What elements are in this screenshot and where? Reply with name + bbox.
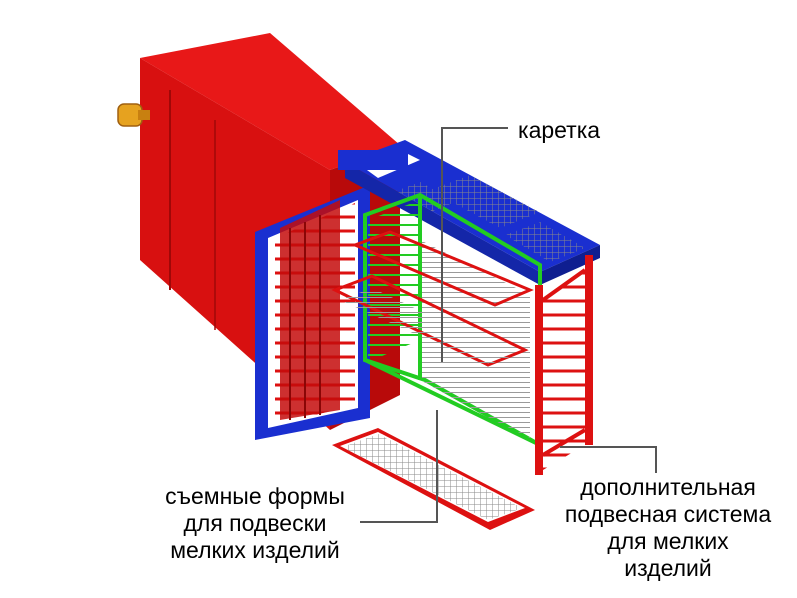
label-forms-line-2: для подвески xyxy=(183,510,327,536)
leader-forms xyxy=(360,410,438,523)
inner-trays xyxy=(331,230,534,367)
label-forms-line-3: мелких изделий xyxy=(170,537,340,563)
label-forms-line-1: съемные формы xyxy=(165,483,345,509)
removable-tray xyxy=(332,428,535,530)
label-extra-system: дополнительная подвесная система для мел… xyxy=(548,474,788,582)
label-carriage-text: каретка xyxy=(518,117,601,143)
extra-hanging-system xyxy=(535,255,593,475)
label-carriage: каретка xyxy=(518,117,600,144)
leader-system xyxy=(560,446,657,473)
label-system-line-1: дополнительная xyxy=(580,474,756,500)
burner-icon xyxy=(117,103,150,127)
label-removable-forms: съемные формы для подвески мелких издели… xyxy=(140,483,370,564)
leader-carriage xyxy=(441,127,508,362)
leader-lines xyxy=(360,127,657,523)
label-system-line-2: подвесная система xyxy=(564,501,772,527)
label-system-line-4: изделий xyxy=(624,555,712,581)
door-frame xyxy=(255,185,370,440)
label-system-line-3: для мелких xyxy=(607,528,729,554)
